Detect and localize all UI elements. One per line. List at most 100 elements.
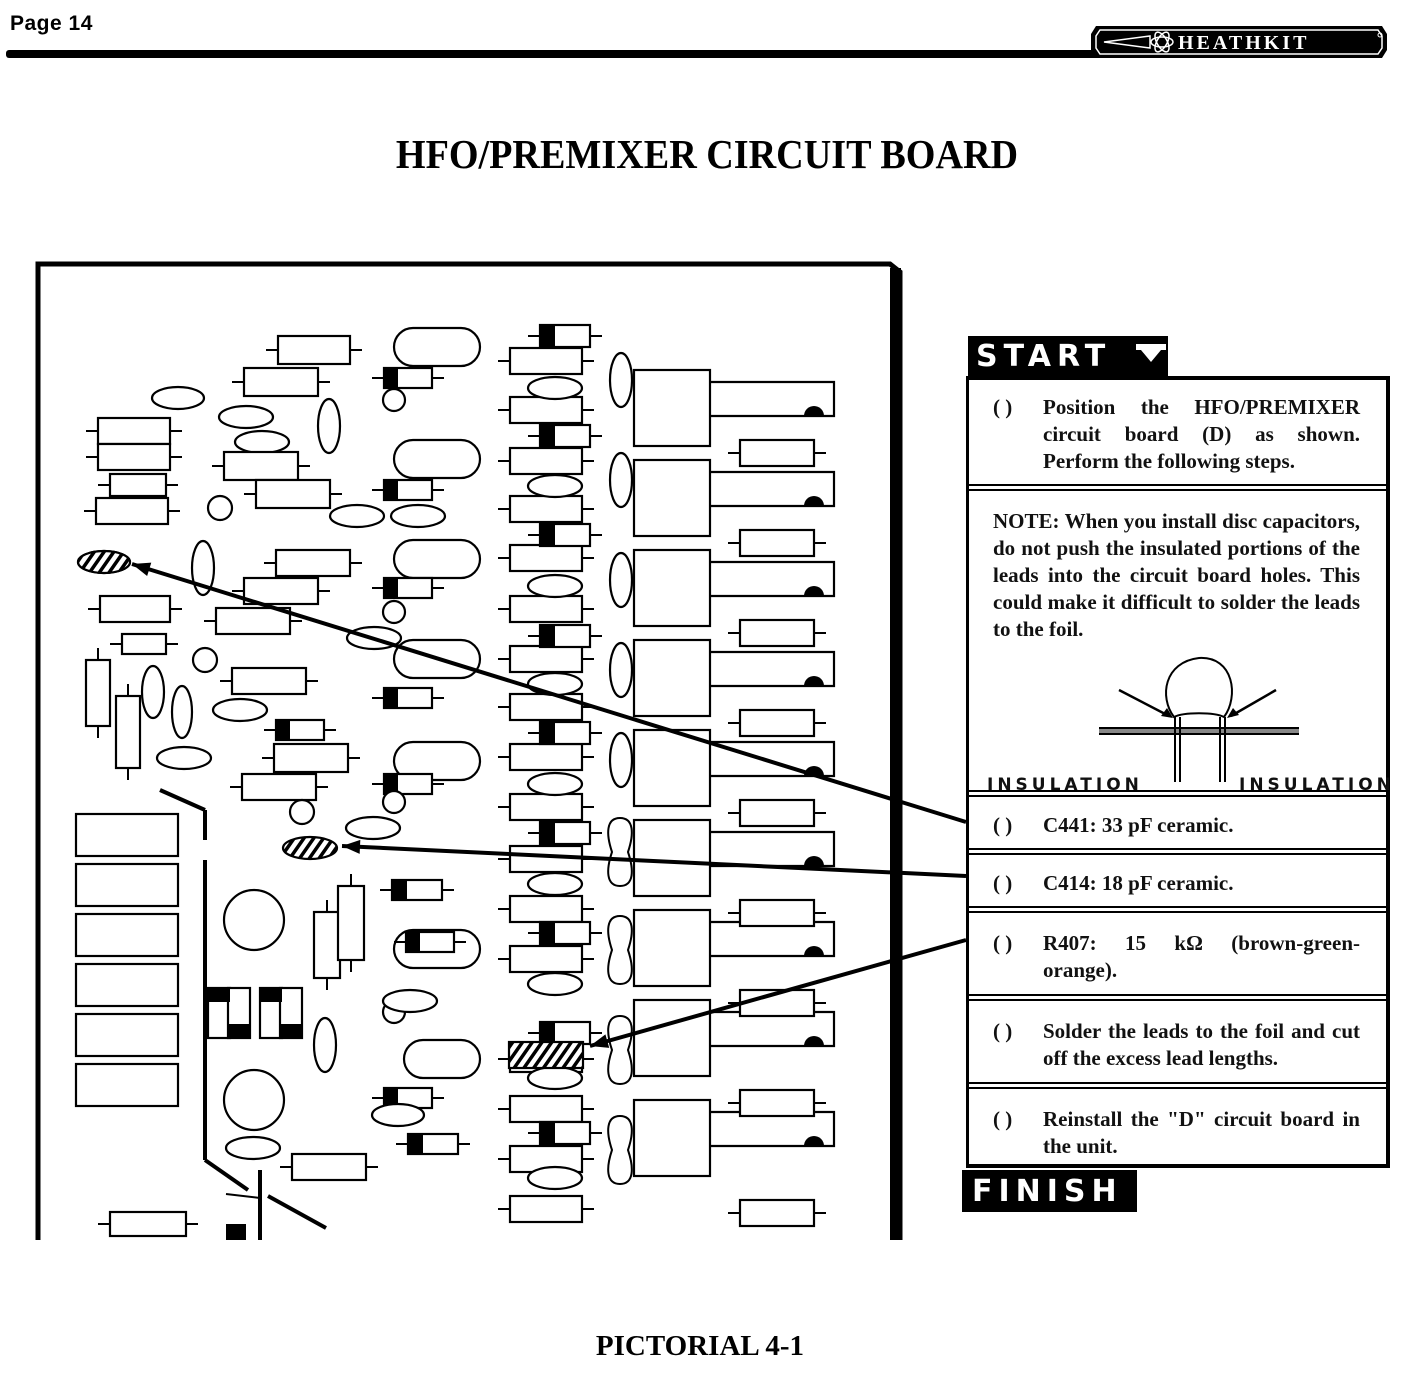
- diode-band: [384, 774, 398, 794]
- resistor: [120, 632, 168, 656]
- diode-band: [540, 524, 555, 546]
- resistor: [738, 898, 816, 928]
- note-box: NOTE: When you install disc capacitors, …: [969, 492, 1391, 797]
- transistor-body: [278, 986, 304, 1040]
- transistor: [191, 646, 219, 674]
- diode-band: [276, 720, 290, 740]
- step-text: C414: 18 pF ceramic.: [1043, 871, 1234, 895]
- diode: [382, 1086, 434, 1110]
- diode-band: [540, 822, 555, 844]
- diode-band: [540, 1022, 555, 1044]
- transistor-band: [260, 988, 282, 1002]
- header-rule: [6, 50, 1106, 58]
- disc-capacitor: [526, 375, 584, 401]
- step-text: Reinstall the "D" circuit board in the u…: [1043, 1107, 1360, 1158]
- resistor: [114, 694, 142, 770]
- resistor: [336, 884, 366, 962]
- diode: [406, 1132, 460, 1156]
- capacitor: [392, 438, 482, 480]
- step-checkbox[interactable]: ( ): [993, 395, 1013, 419]
- resistor: [254, 478, 332, 510]
- step-r407: ( ) R407: 15 kΩ (brown-green-orange).: [969, 916, 1386, 1001]
- resistor: [508, 1194, 584, 1224]
- note-text: NOTE: When you install disc capacitors, …: [993, 509, 1360, 641]
- transistor: [206, 494, 234, 522]
- disc-capacitor: [526, 771, 584, 797]
- capacitor: [402, 1038, 482, 1080]
- insulation-label-left: INSULATION: [987, 775, 1143, 795]
- resistor: [96, 416, 172, 446]
- step-c441: ( ) C441: 33 pF ceramic.: [969, 800, 1386, 855]
- resistor-r407: [507, 1040, 585, 1070]
- transistor: [381, 789, 407, 815]
- resistor: [508, 1094, 584, 1124]
- resistor: [738, 1088, 816, 1118]
- solder-lug: [804, 676, 824, 686]
- disc-capacitor: [328, 503, 386, 529]
- step-checkbox[interactable]: ( ): [993, 813, 1013, 837]
- disc-capacitor: [608, 551, 634, 609]
- resistor: [222, 450, 300, 482]
- disc-capacitor: [526, 671, 584, 697]
- disc-capacitor: [526, 871, 584, 897]
- transistor-band: [208, 988, 230, 1002]
- step-text: Position the HFO/PREMIXER circuit board …: [1043, 395, 1360, 473]
- atom-icon: [1103, 31, 1174, 53]
- diode: [404, 930, 456, 954]
- resistor: [508, 742, 584, 772]
- coil-can: [632, 638, 712, 718]
- disc-capacitor: [316, 397, 342, 455]
- disc-capacitor: [211, 697, 269, 723]
- transistor-body: [206, 986, 232, 1040]
- resistor: [508, 1144, 584, 1174]
- diode-band: [384, 480, 398, 500]
- step-checkbox[interactable]: ( ): [993, 1019, 1013, 1043]
- board-trace: [159, 788, 206, 812]
- coil-bracket: [710, 1010, 836, 1048]
- page-number: Page 14: [10, 12, 93, 35]
- diode-band: [384, 1088, 398, 1108]
- board-trace: [589, 938, 967, 1048]
- finish-banner: FINISH: [962, 1170, 1137, 1212]
- step-checkbox[interactable]: ( ): [993, 931, 1013, 955]
- disc-capacitor: [155, 745, 213, 771]
- step-checkbox[interactable]: ( ): [993, 1107, 1013, 1131]
- board-trace: [267, 1194, 327, 1230]
- figure-caption: PICTORIAL 4-1: [595, 1330, 805, 1362]
- disc-capacitor: [345, 625, 403, 651]
- disc-capacitor-c414: [281, 835, 339, 861]
- diode: [382, 478, 434, 502]
- coil-form: [607, 816, 633, 888]
- disc-capacitor: [217, 404, 275, 430]
- diode: [538, 1020, 592, 1046]
- disc-capacitor: [526, 1165, 584, 1191]
- transistor-body: [258, 986, 284, 1040]
- step-checkbox[interactable]: ( ): [993, 871, 1013, 895]
- disc-capacitor: [312, 1016, 338, 1074]
- capacitor: [392, 740, 482, 782]
- coil-can: [632, 998, 712, 1078]
- transistor-band: [280, 1024, 302, 1038]
- coil-can: [632, 818, 712, 898]
- insulation-label-right: INSULATION: [1239, 775, 1395, 795]
- solder-lug: [804, 1036, 824, 1046]
- diode: [538, 720, 592, 746]
- coil-bracket: [710, 470, 836, 508]
- coil-form: [607, 1014, 633, 1086]
- down-arrow-icon: [1134, 334, 1168, 376]
- instruction-panel: ( ) Position the HFO/PREMIXER circuit bo…: [966, 376, 1391, 1168]
- heathkit-logo: HEATHKIT: [1090, 22, 1388, 62]
- transistor: [381, 387, 407, 413]
- crystal: [222, 1068, 286, 1132]
- diode: [390, 878, 444, 902]
- capacitor: [392, 326, 482, 368]
- solder-lug: [804, 856, 824, 866]
- diode-band: [540, 722, 555, 744]
- page-title: HFO/PREMIXER CIRCUIT BOARD: [395, 131, 1019, 177]
- coil-form: [607, 1114, 633, 1186]
- diode: [538, 423, 592, 449]
- relay-block: [74, 862, 180, 908]
- coil-can: [632, 548, 712, 628]
- coil-bracket: [710, 380, 836, 418]
- diode: [274, 718, 326, 742]
